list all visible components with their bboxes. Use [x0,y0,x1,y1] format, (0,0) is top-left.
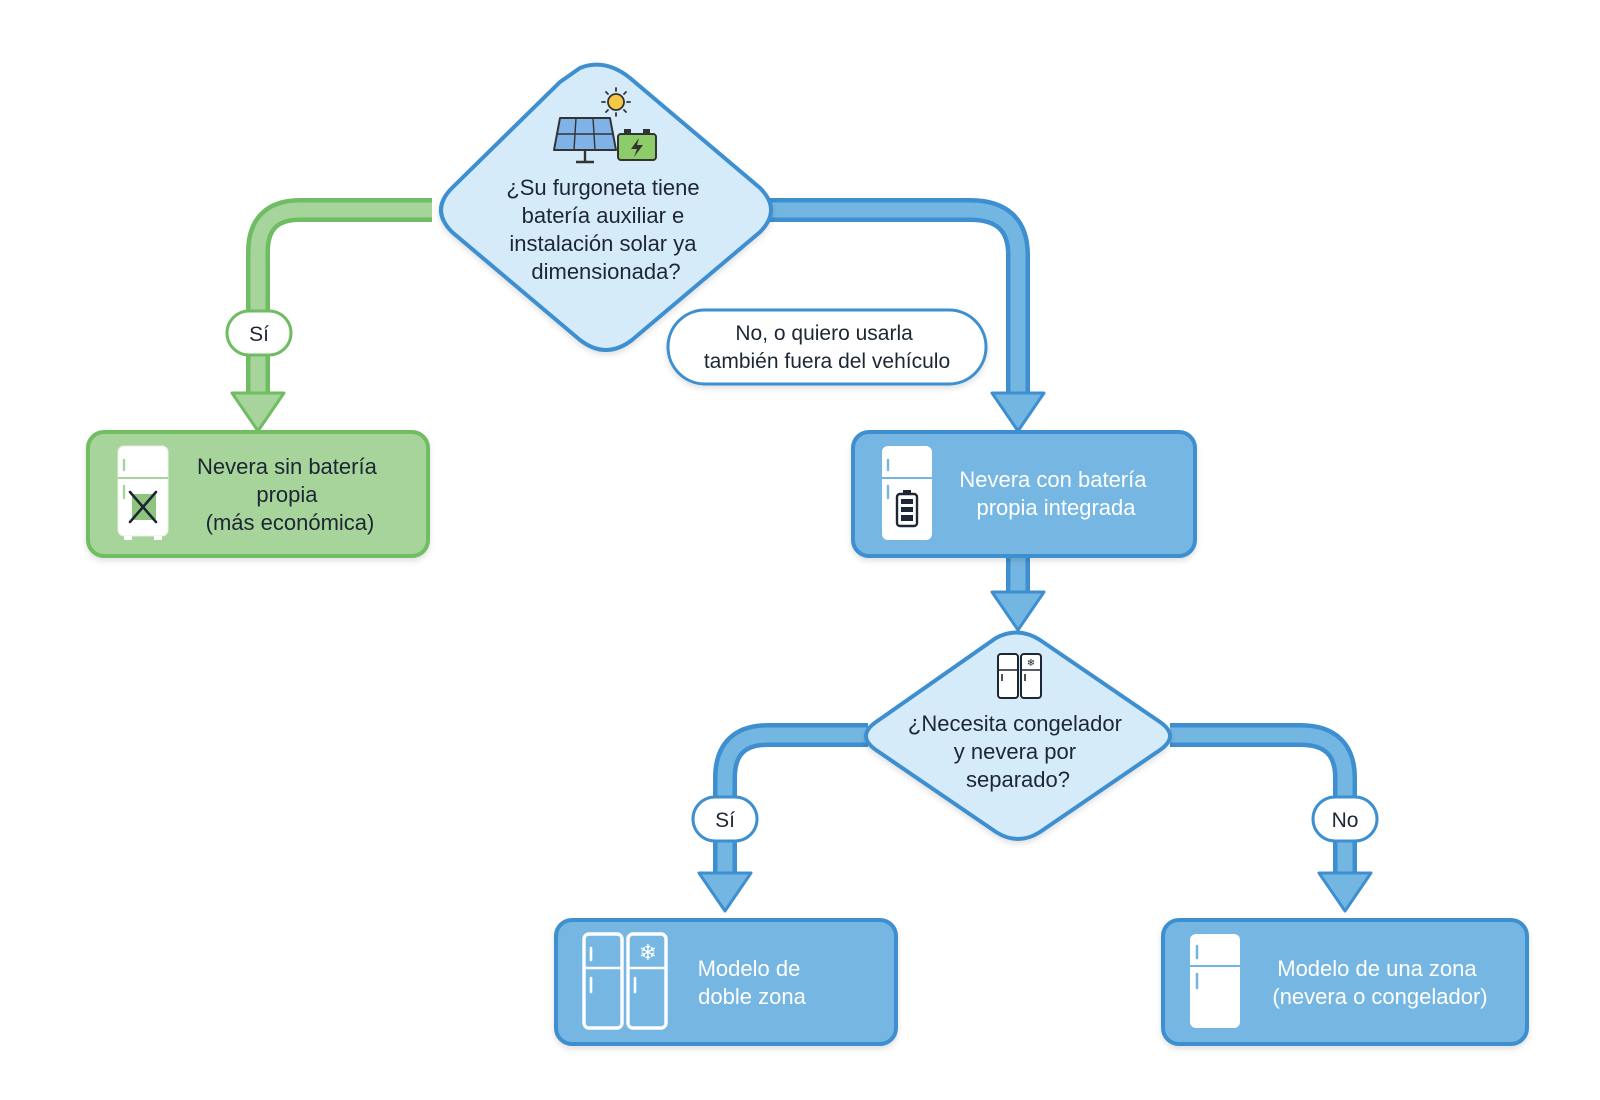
box-single-zone-text: Modelo de una zona (nevera o congelador) [1272,956,1487,1009]
box-no-battery-line-1: Nevera sin batería [197,454,378,479]
label-no-1: No, o quiero usarla también fuera del ve… [666,308,988,386]
box-with-battery-line-1: Nevera con batería [959,467,1147,492]
double-fridge-icon: ❄ [997,653,1042,699]
box-dual-zone-line-1: Modelo de [698,956,801,981]
box-no-battery-line-2: propia [256,482,318,507]
arrowhead-to-decision-2 [990,590,1046,632]
box-with-battery-text: Nevera con batería propia integrada [959,467,1152,520]
decision-2-line-2: y nevera por [954,739,1076,764]
connector-no-1 [770,198,1046,433]
box-dual-zone: ❄ Modelo de doble zona [554,918,898,1046]
decision-2-line-3: separado? [966,767,1070,792]
dual-zone-fridge-icon: ❄ [582,932,668,1030]
label-no-1-line-2: también fuera del vehículo [704,350,950,373]
box-single-zone: Modelo de una zona (nevera o congelador) [1161,918,1529,1046]
decision-1-line-3: instalación solar ya [509,231,697,256]
connector-no-2 [1170,723,1373,913]
solar-panel-battery-icon [553,87,657,164]
box-dual-zone-line-2: doble zona [698,984,806,1009]
box-dual-zone-text: Modelo de doble zona [698,956,807,1009]
label-no-2: No [1311,795,1379,843]
label-yes-2: Sí [691,795,759,843]
decision-1-line-1: ¿Su furgoneta tiene [506,175,699,200]
arrowhead-yes-2 [697,871,753,913]
box-single-zone-line-2: (nevera o congelador) [1272,984,1487,1009]
fridge-battery-icon [882,446,932,540]
box-with-battery-line-2: propia integrada [976,495,1136,520]
arrowhead-yes-1 [230,391,286,433]
label-yes-1: Sí [225,309,293,357]
decision-2-text: ¿Necesita congelador y nevera por separa… [908,711,1128,792]
decision-2-line-1: ¿Necesita congelador [908,711,1122,736]
label-yes-1-text: Sí [249,323,269,346]
svg-text:❄: ❄ [639,940,657,965]
box-single-zone-line-1: Modelo de una zona [1277,956,1477,981]
label-no-1-text: No, o quiero usarla también fuera del ve… [704,322,950,373]
box-no-battery: Nevera sin batería propia (más económica… [86,430,430,558]
fridge-crossed-icon [117,445,169,540]
decision-2: ❄ ¿Necesita congelador y nevera por sepa… [864,630,1172,841]
decision-1-text: ¿Su furgoneta tiene batería auxiliar e i… [506,175,705,284]
decision-1-line-2: batería auxiliar e [522,203,685,228]
connector-battery-to-decision-2 [990,554,1046,632]
decision-1-line-4: dimensionada? [531,259,680,284]
box-with-battery: Nevera con batería propia integrada [851,430,1197,558]
single-fridge-icon [1190,934,1240,1028]
arrowhead-no-2 [1317,871,1373,913]
label-yes-2-text: Sí [715,809,735,832]
arrowhead-no-1 [990,391,1046,433]
box-no-battery-text: Nevera sin batería propia (más económica… [197,454,383,535]
decision-1: ¿Su furgoneta tiene batería auxiliar e i… [439,62,773,352]
label-no-2-text: No [1332,809,1359,832]
connector-yes-2 [697,723,868,913]
connector-yes-1 [230,198,432,433]
label-no-1-line-1: No, o quiero usarla [735,322,913,345]
box-no-battery-line-3: (más económica) [206,510,375,535]
svg-text:❄: ❄ [1027,658,1035,669]
